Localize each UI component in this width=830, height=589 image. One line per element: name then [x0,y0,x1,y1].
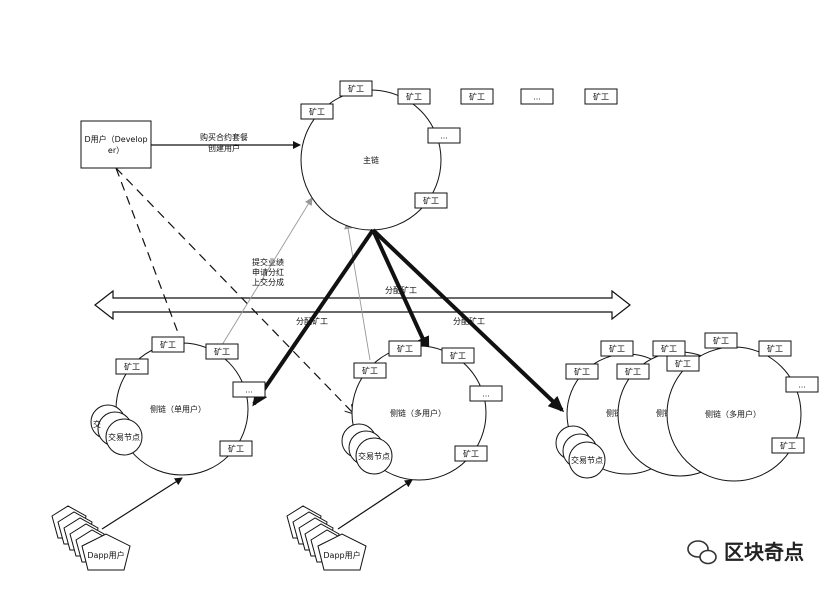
right-trade-label: 交易节点 [571,455,603,465]
dapp-users-center: Dapp用户 [286,505,367,571]
dapp-user-center-label: Dapp用户 [323,550,360,560]
svg-text:矿工: 矿工 [124,362,140,372]
allocate-miner-right-label: 分配矿工 [453,316,485,326]
main-miner-4: 矿工 [460,88,494,105]
watermark: 区块奇点 [687,540,804,565]
edge-dev-to-multi [115,167,354,414]
svg-text:...: ... [533,93,541,102]
svg-text:矿工: 矿工 [160,340,176,350]
svg-text:矿工: 矿工 [593,92,609,102]
wechat-icon [687,540,717,565]
svg-text:矿工: 矿工 [675,359,691,369]
side-chain-multi-label: 侧链（多用户） [390,408,446,418]
dapp-user-left-label: Dapp用户 [87,550,124,560]
svg-text:矿工: 矿工 [780,441,796,451]
edge-allocate-right [371,228,565,413]
dapp-users-left: Dapp用户 [51,505,131,571]
svg-text:矿工: 矿工 [450,351,466,361]
developer-label-line2: er） [108,146,124,155]
svg-text:矿工: 矿工 [625,367,641,377]
single-miner-1: 矿工 [151,336,185,353]
side-chain-single-label: 侧链（单用户） [150,404,206,414]
submit-label-2: 申请分红 [252,267,284,277]
main-ellipsis-1: ... [520,88,554,105]
main-miner-3: 矿工 [397,88,431,105]
svg-text:矿工: 矿工 [348,84,364,94]
svg-text:矿工: 矿工 [309,107,325,117]
svg-text:...: ... [482,390,490,399]
side-chain-right-3-label: 侧链（多用户） [705,409,761,419]
edge-dev-to-single [115,167,181,339]
dapp-user-left-front [81,533,131,571]
svg-text:矿工: 矿工 [228,444,244,454]
svg-text:矿工: 矿工 [406,92,422,102]
edge-dapp-center [337,479,413,530]
single-miner-3: 矿工 [115,358,149,375]
multi-trade-label: 交易节点 [358,451,390,461]
developer-label-line1: D用户（Develop [84,134,147,144]
svg-text:矿工: 矿工 [463,449,479,459]
right-trade-node [568,441,606,479]
right-ellipsis: ... [785,376,819,393]
multi-miner-3: 矿工 [353,362,387,379]
miner-allocation-bar [94,289,631,321]
edge-allocate-left [252,228,375,407]
edge-dapp-left [101,477,183,530]
svg-text:...: ... [798,381,806,390]
dapp-user-center-front [317,533,367,571]
multi-trade-node [355,437,393,475]
main-chain-label: 主链 [363,155,379,165]
edge-allocate-center [371,229,430,353]
main-miner-6: 矿工 [414,192,448,209]
svg-text:...: ... [245,386,253,395]
svg-text:...: ... [440,132,448,141]
right-miner-1: 矿工 [600,340,634,357]
main-miner-2: 矿工 [300,103,334,120]
right-miner-6: 矿工 [616,363,650,380]
right-miner-4: 矿工 [758,340,792,357]
svg-text:矿工: 矿工 [469,92,485,102]
svg-text:矿工: 矿工 [661,344,677,354]
svg-text:矿工: 矿工 [574,367,590,377]
single-trade-partial: 交 [93,419,101,429]
svg-text:矿工: 矿工 [362,366,378,376]
multi-miner-4: 矿工 [454,445,488,462]
buy-contract-label-1: 购买合约套餐 [200,132,248,142]
buy-contract-label-2: 创建用户 [208,143,240,153]
right-miner-3: 矿工 [704,332,738,349]
svg-text:矿工: 矿工 [609,344,625,354]
side-chain-right-1-label: 侧链 [606,408,622,418]
svg-text:矿工: 矿工 [767,344,783,354]
allocate-miner-left-label: 分配矿工 [296,316,328,326]
single-miner-4: 矿工 [219,440,253,457]
multi-ellipsis: ... [469,385,503,402]
submit-label-1: 提交业绩 [252,257,284,267]
edge-single-to-main [221,197,313,346]
right-miner-8: 矿工 [771,437,805,454]
main-miner-1: 矿工 [339,80,373,97]
main-ellipsis-2: ... [427,127,461,144]
right-miner-5: 矿工 [565,363,599,380]
single-ellipsis: ... [232,381,266,398]
right-miner-2: 矿工 [652,340,686,357]
main-miner-5: 矿工 [584,88,618,105]
single-miner-2: 矿工 [205,343,239,360]
right-miner-7: 矿工 [666,355,700,372]
multi-miner-2: 矿工 [441,347,475,364]
svg-text:矿工: 矿工 [397,344,413,354]
developer-node [80,120,152,169]
svg-text:矿工: 矿工 [713,336,729,346]
multi-miner-1: 矿工 [388,340,422,357]
svg-text:矿工: 矿工 [423,196,439,206]
side-chain-right-2-label: 侧链 [656,408,672,418]
svg-text:矿工: 矿工 [214,347,230,357]
submit-label-3: 上交分成 [252,277,284,287]
watermark-text: 区块奇点 [724,540,804,564]
single-trade-label: 交易节点 [108,432,140,442]
edge-multi-to-main [344,221,371,361]
single-trade-node [105,418,143,456]
